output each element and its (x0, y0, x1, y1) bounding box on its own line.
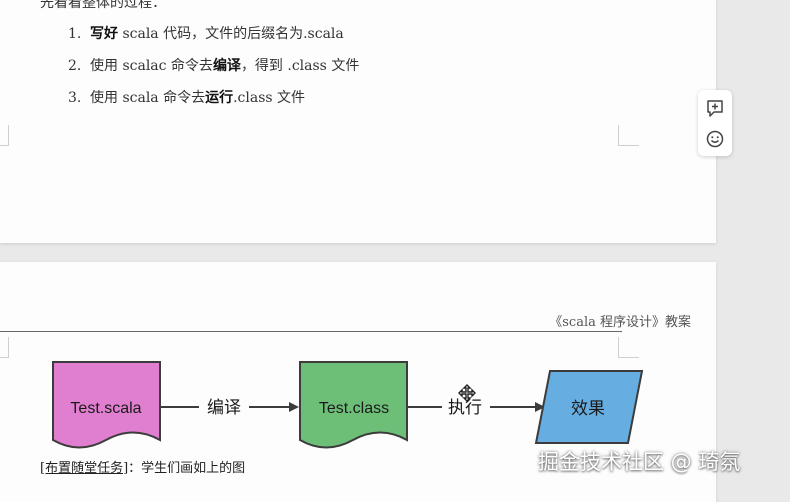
step-item: 2. 使用 scalac 命令去编译，得到 .class 文件 (68, 57, 359, 89)
node-test-class-label: Test.class (319, 400, 389, 417)
effect-parallelogram-shape (534, 370, 644, 444)
step-item: 3. 使用 scala 命令去运行.class 文件 (68, 89, 359, 121)
node-test-scala-label: Test.scala (70, 400, 141, 417)
step-rest: ，得到 .class 文件 (240, 58, 360, 74)
task-tag: [布置随堂任务] (40, 461, 129, 476)
step-bold: 编译 (212, 58, 241, 74)
edge-label-bg (199, 393, 249, 419)
page-corner-mark (618, 337, 639, 358)
step-rest: scala 代码，文件的后缀名为.scala (118, 26, 344, 42)
task-assignment: [布置随堂任务]：学生们画如上的图 (40, 457, 245, 476)
page-corner-mark (618, 125, 639, 146)
test-class-document-shape (299, 361, 408, 449)
step-bold: 运行 (205, 90, 234, 106)
steps-list: 1. 写好 scala 代码，文件的后缀名为.scala 2. 使用 scalac … (68, 25, 359, 121)
edge-compile-label: 编译 (207, 398, 241, 418)
watermark: 掘金技术社区 @ 琦氛 (538, 450, 741, 474)
header-rule (0, 331, 622, 332)
step-number: 1. (68, 26, 82, 42)
document-page-1: 先看看整体的过程： 1. 写好 scala 代码，文件的后缀名为.scala 2.… (0, 0, 716, 243)
page-corner-mark (0, 337, 9, 358)
step-number: 3. (68, 90, 82, 106)
task-text: ：学生们画如上的图 (128, 461, 246, 476)
emoji-icon[interactable] (704, 128, 726, 150)
step-item: 1. 写好 scala 代码，文件的后缀名为.scala (68, 25, 359, 57)
test-scala-document-shape (52, 361, 161, 449)
side-toolbar (698, 90, 732, 156)
page-corner-mark (0, 125, 9, 146)
compile-flow-diagram: Test.scala 编译 Test.class 执行 效果 (52, 361, 644, 449)
page-header: 《scala 程序设计》教案 (549, 315, 691, 330)
move-cursor-icon (458, 384, 476, 402)
intro-text: 先看看整体的过程： (40, 0, 166, 11)
step-pre: 使用 scala 命令去 (90, 90, 206, 106)
step-bold: 写好 (90, 26, 118, 42)
step-rest: .class 文件 (233, 90, 306, 106)
node-effect-label: 效果 (571, 399, 605, 419)
comment-add-icon[interactable] (704, 97, 726, 119)
edge-execute-label: 执行 (448, 398, 482, 418)
step-number: 2. (68, 58, 82, 74)
step-pre: 使用 scalac 命令去 (90, 58, 213, 74)
